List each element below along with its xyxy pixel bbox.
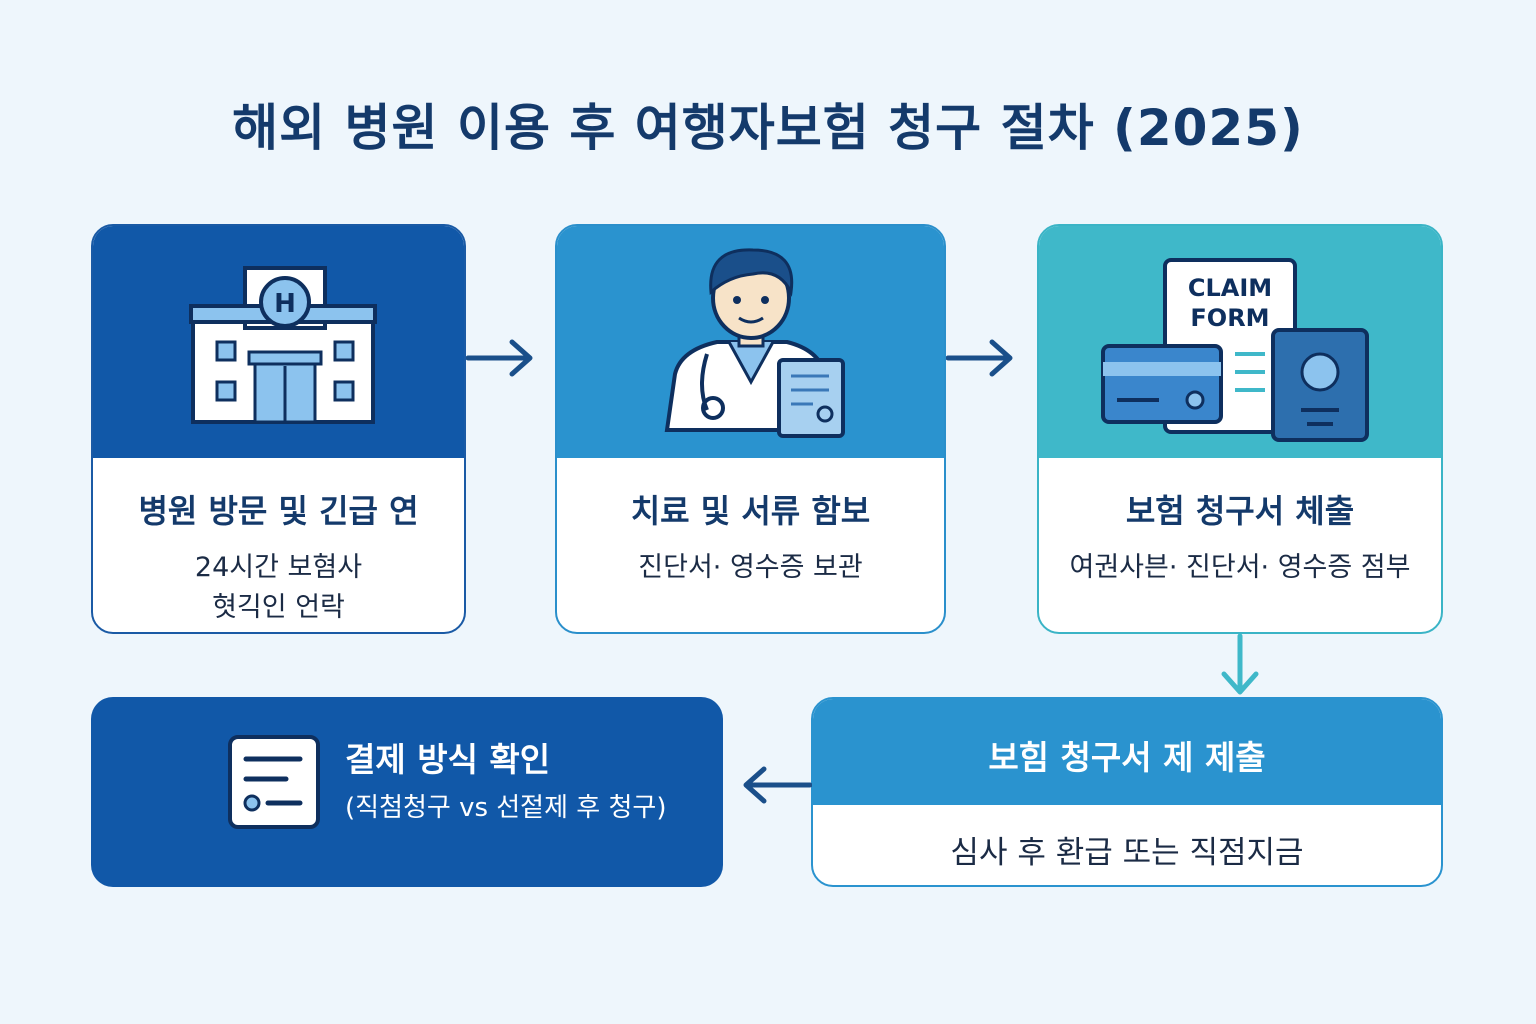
step-card-claim-resubmission: 보힘 청구서 제 제출 심사 후 환급 또는 직점지금 [811,697,1443,887]
doctor-icon [664,248,845,438]
step-description: 심사 후 환급 또는 직점지금 [950,835,1304,871]
step-heading: 병원 방문 및 긴급 연 [138,492,419,530]
step-heading: 보험 청구서 체출 [1125,492,1355,530]
arrow-right-icon [466,339,533,377]
step-description-line2: 혓긱인 언락 [212,592,345,623]
step-description: (직첨청구 vs 선젙제 후 청구) [345,793,667,823]
step-card-header [557,226,944,458]
claim-form-label-line2: FORM [1190,304,1269,332]
step-card-payment-method [91,697,723,887]
step-heading: 치료 및 서류 함보 [630,492,871,530]
page-title: 해외 병원 이용 후 여행자보험 청구 절차 (2025) [232,99,1304,157]
hospital-icon: H [189,266,377,424]
arrow-down-icon [1221,634,1259,695]
step-description: 여권사븐· 진단서· 영수증 점부 [1069,552,1411,583]
step-card-treatment-documents: 치료 및 서류 함보 진단서· 영수증 보관 [555,224,946,634]
step-card-header: H [93,226,464,458]
step-description-line1: 24시간 보혐사 [194,552,363,583]
step-card-header: 보힘 청구서 제 제출 [813,699,1441,805]
arrow-left-icon [743,766,812,804]
step-heading: 보힘 청구서 제 제출 [988,738,1266,777]
svg-text:H: H [274,289,296,319]
step-card-hospital-visit: H 병원 방문 및 긴급 연 24시간 보혐사 혓긱인 언락 [91,224,466,634]
step-card-header: CLAIM FORM [1039,226,1441,458]
claim-form-icon: CLAIM FORM [1101,258,1369,442]
step-heading: 결제 방식 확인 [345,740,551,779]
step-description: 진단서· 영수증 보관 [638,552,863,583]
step-card-claim-submission: CLAIM FORM 보험 청구서 체출 여권사븐· 진단서· 영수증 점부 [1037,224,1443,634]
claim-form-label-line1: CLAIM [1188,274,1272,302]
step-description: 24시간 보혐사 혓긱인 언락 [93,548,464,628]
document-list-icon [228,735,320,829]
arrow-right-icon [946,339,1013,377]
